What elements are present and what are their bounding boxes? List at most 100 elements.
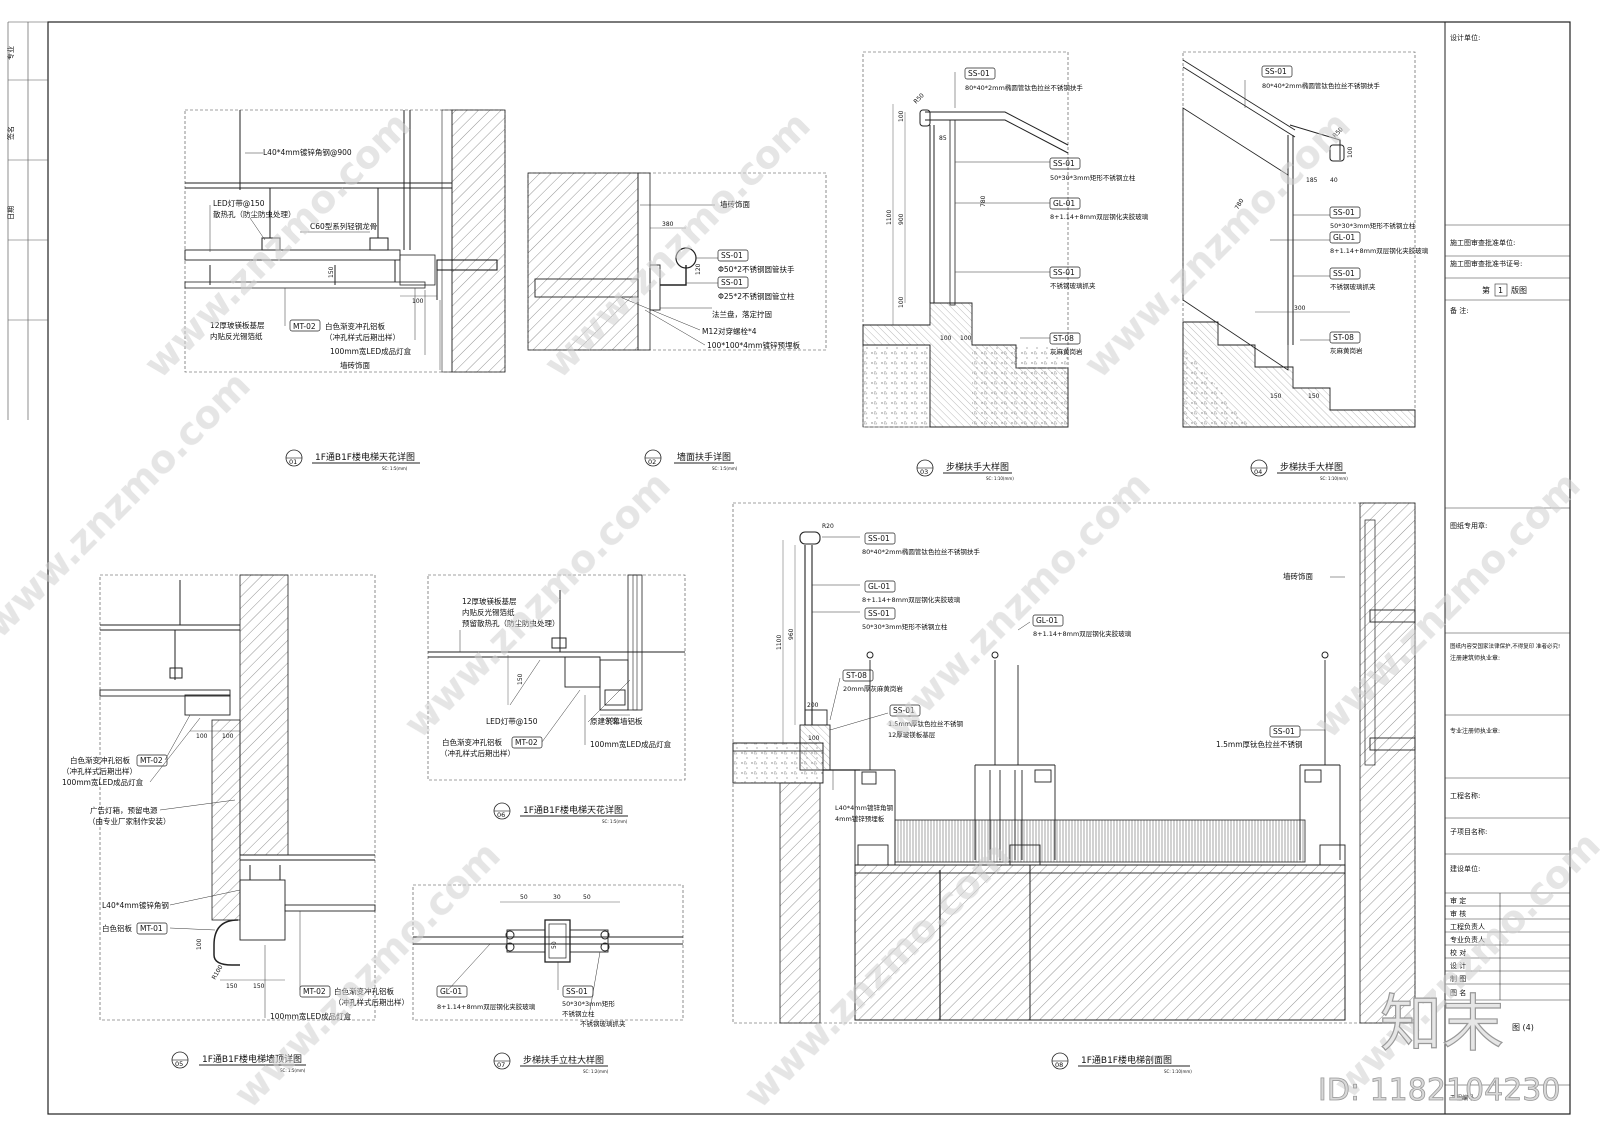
tb-role-2: 工程负责人 (1450, 922, 1485, 931)
tb-role-7: 图 名 (1450, 988, 1466, 997)
d01-dim-0: 150 (328, 266, 335, 278)
tb-role-5: 设 计 (1450, 961, 1466, 970)
detail-01: L40*4mm镀锌角钢@900 LED灯带@150 散热孔（防尘防虫处理） C6… (184, 109, 506, 471)
d05-tag-1: MT-01 (140, 924, 163, 933)
d02-label-2: Φ25*2不锈钢圆管立柱 (718, 291, 795, 301)
d08-label-8: 8+1.14+8mm双层钢化夹胶玻璃 (1033, 629, 1132, 638)
d05-label-8: （冲孔样式后期出样） (334, 997, 409, 1007)
d03-dim-0: R50 (912, 92, 925, 105)
d05-number: 05 (175, 1060, 183, 1068)
d03-label-2: 8+1.14+8mm双层钢化夹胶玻璃 (1050, 212, 1149, 221)
d07-label-2: 不锈钢立柱 (562, 1009, 595, 1018)
tb-project-name: 工程名称: (1450, 791, 1480, 800)
d04-label-0: 80*40*2mm椭圆管钛色拉丝不锈钢扶手 (1262, 81, 1380, 90)
d01-label-2: 散热孔（防尘防虫处理） (213, 209, 296, 219)
d01-label-8: 100mm宽LED成品灯盒 (330, 346, 412, 356)
detail-06: 150 100 12厚玻镁板基层 内贴反光锡箔纸 预留散热孔（防尘防虫处理） L… (427, 574, 686, 824)
d07-dim-0: 50 (520, 894, 528, 901)
d06-label-4: 原建筑幕墙铝板 (590, 716, 643, 726)
tb-review-cert: 施工图审查批准书证号: (1450, 259, 1522, 268)
tb-role-6: 制 图 (1450, 974, 1466, 983)
d03-dim-9: 100 (940, 335, 952, 342)
d04-label-4: 灰麻黄岗岩 (1330, 346, 1363, 355)
d01-label-0: L40*4mm镀锌角钢@900 (263, 147, 352, 157)
d07-number: 07 (497, 1061, 505, 1069)
d03-tag-2: GL-01 (1053, 199, 1075, 208)
detail-07: 50 30 50 50 GL-01 8+1.14+8mm双层钢化夹胶玻璃 SS-… (412, 884, 684, 1074)
d03-dim-6: 85 (939, 135, 947, 142)
d04-dim-5: 300 (1294, 305, 1306, 312)
d03-number: 03 (920, 468, 928, 476)
tb-remarks: 备 注: (1450, 306, 1469, 315)
d01-tag-0: MT-02 (293, 322, 316, 331)
d08-tag-4: SS-01 (893, 706, 915, 715)
d04-dim-3: 40 (1330, 177, 1338, 184)
d04-tag-1: SS-01 (1333, 208, 1355, 217)
tb-role-1: 审 核 (1450, 909, 1466, 918)
d03-label-3: 不锈钢玻璃抓夹 (1050, 281, 1096, 290)
d08-label-7: 4mm镀锌预埋板 (835, 814, 885, 823)
d01-label-5: 内贴反光锡箔纸 (210, 331, 263, 341)
tb-project-no: 工程编号 (1450, 1094, 1474, 1102)
watermark-text-10: www.znzmo.com (225, 833, 509, 1117)
binding-strip: 专业 签名 日期 (6, 46, 48, 321)
d03-dim-7: 780 (980, 195, 987, 207)
tb-roles: 审 定 审 核 工程负责人 专业负责人 校 对 设 计 制 图 图 名 (1445, 896, 1570, 1001)
d05-tag-0: MT-02 (140, 756, 163, 765)
d06-label-2: 预留散热孔（防尘防虫处理） (462, 618, 560, 628)
watermark-text-6: www.znzmo.com (875, 463, 1159, 747)
d05-tag-2: MT-02 (303, 987, 326, 996)
d02-label-4: M12对穿螺栓*4 (702, 326, 757, 336)
d03-tag-3: SS-01 (1053, 268, 1075, 277)
d01-label-7: （冲孔样式后期出样） (325, 332, 400, 342)
d05-label-7: 白色渐变冲孔铝板 (334, 986, 394, 996)
tb-role-4: 校 对 (1450, 948, 1466, 957)
d01-number: 01 (289, 458, 297, 466)
d06-label-6: （冲孔样式后期出样） (440, 748, 515, 758)
tb-reg-eng: 专业注册师执业章: (1450, 727, 1500, 735)
d05-label-2: 100mm宽LED成品灯盒 (62, 777, 144, 787)
d04-title: 步梯扶手大样图 (1280, 461, 1343, 473)
d05-label-6: 白色铝板 (102, 923, 132, 933)
detail-03: R50 100 1100 900 85 780 100 100 100 SS-0… (862, 51, 1149, 481)
d04-label-1: 50*30*3mm矩形不锈钢立柱 (1330, 221, 1416, 230)
d08-dim-4: 100 (808, 735, 820, 742)
d01-label-3: C60型系列轻钢龙骨 (310, 221, 377, 231)
d05-scale: SC: 1:5(mm) (280, 1068, 306, 1073)
d02-dim-1: 120 (695, 263, 702, 275)
d08-label-9: 墙砖饰面 (1283, 571, 1313, 581)
d06-dim-1: 100 (606, 717, 618, 724)
d06-title: 1F通B1F楼电梯天花详图 (523, 804, 623, 816)
d01-label-9: 墙砖饰面 (340, 360, 370, 370)
tb-reg-arch: 注册建筑师执业章: (1450, 654, 1500, 662)
d08-tag-3: ST-08 (846, 671, 867, 680)
d08-dim-3: 200 (807, 702, 819, 709)
d04-number: 04 (1254, 468, 1262, 476)
d08-label-10: 1.5mm厚钛色拉丝不锈钢 (1216, 739, 1303, 749)
d08-label-1: 8+1.14+8mm双层钢化夹胶玻璃 (862, 595, 961, 604)
d03-dim-2: 1100 (886, 210, 893, 225)
d01-label-1: LED灯带@150 (213, 198, 265, 208)
d02-scale: SC: 1:5(mm) (712, 466, 738, 471)
d08-label-4: 1.5mm厚钛色拉丝不锈钢 (888, 719, 964, 728)
d06-label-0: 12厚玻镁板基层 (462, 596, 517, 606)
d06-label-5: 白色渐变冲孔铝板 (442, 737, 502, 747)
d07-tag-0: GL-01 (440, 987, 462, 996)
d08-dim-0: R20 (822, 523, 834, 530)
d01-label-6: 白色渐变冲孔铝板 (325, 321, 385, 331)
d01-title: 1F通B1F楼电梯天花详图 (315, 451, 415, 463)
d08-dim-1: 1100 (776, 635, 783, 650)
d02-dim-0: 380 (662, 221, 674, 228)
watermark-text-1: www.znzmo.com (135, 103, 419, 387)
d01-scale: SC: 1:5(mm) (382, 466, 408, 471)
d07-dim-1: 30 (553, 894, 561, 901)
d04-scale: SC: 1:10(mm) (1320, 476, 1348, 481)
d05-label-3: 广告灯箱，预留电源 (90, 805, 158, 815)
detail-08: R20 1100 960 200 100 (732, 502, 1416, 1074)
d04-tag-3: SS-01 (1333, 269, 1355, 278)
detail-05: 100 100 100 150 150 R100 白色渐变冲孔铝板 MT-02 … (62, 574, 409, 1073)
d05-dim-5: R100 (211, 964, 225, 981)
d02-title: 墙面扶手详图 (677, 451, 731, 463)
tb-review-unit: 施工图审查批准单位: (1450, 238, 1515, 247)
d03-dim-3: 900 (898, 213, 905, 225)
